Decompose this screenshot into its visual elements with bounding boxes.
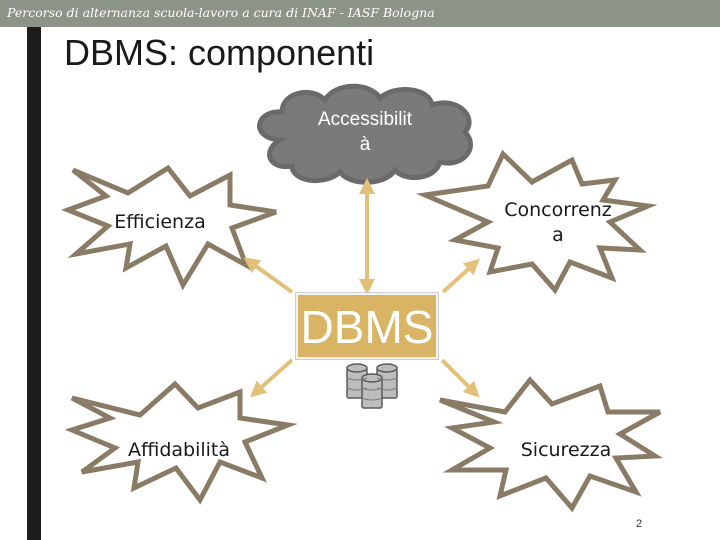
starburst-sicurezza bbox=[439, 376, 664, 513]
arrow-efficienza bbox=[243, 257, 294, 294]
starburst-concorrenza bbox=[415, 149, 658, 295]
arrow-affidabilita bbox=[250, 358, 294, 398]
node-efficienza: Efficienza bbox=[114, 211, 206, 233]
node-accessibilita-line2: à bbox=[359, 134, 371, 155]
starburst-efficienza bbox=[61, 164, 277, 291]
left-accent-bar bbox=[27, 27, 41, 540]
database-icon bbox=[346, 363, 398, 409]
node-concorrenza-line1: Concorrenz bbox=[504, 199, 612, 221]
arrow-concorrenza bbox=[441, 258, 480, 294]
slide-title: DBMS: componenti bbox=[64, 32, 375, 73]
node-concorrenza: Concorrenz a bbox=[488, 198, 628, 248]
center-node-dbms: DBMS bbox=[296, 293, 438, 359]
node-accessibilita: Accessibilit à bbox=[290, 107, 440, 157]
arrow-sicurezza bbox=[440, 358, 480, 398]
node-affidabilita: Affidabilità bbox=[127, 439, 231, 461]
header-bar: Percorso di alternanza scuola-lavoro a c… bbox=[0, 0, 720, 27]
center-node-label: DBMS bbox=[300, 301, 434, 353]
starburst-affidabilita bbox=[64, 380, 298, 505]
node-sicurezza: Sicurezza bbox=[520, 439, 612, 461]
page-number: 2 bbox=[636, 518, 643, 530]
course-label: Percorso di alternanza scuola-lavoro a c… bbox=[7, 5, 435, 20]
node-accessibilita-line1: Accessibilit bbox=[318, 109, 412, 130]
cloud-shape bbox=[257, 83, 473, 185]
node-concorrenza-line2: a bbox=[552, 224, 564, 246]
